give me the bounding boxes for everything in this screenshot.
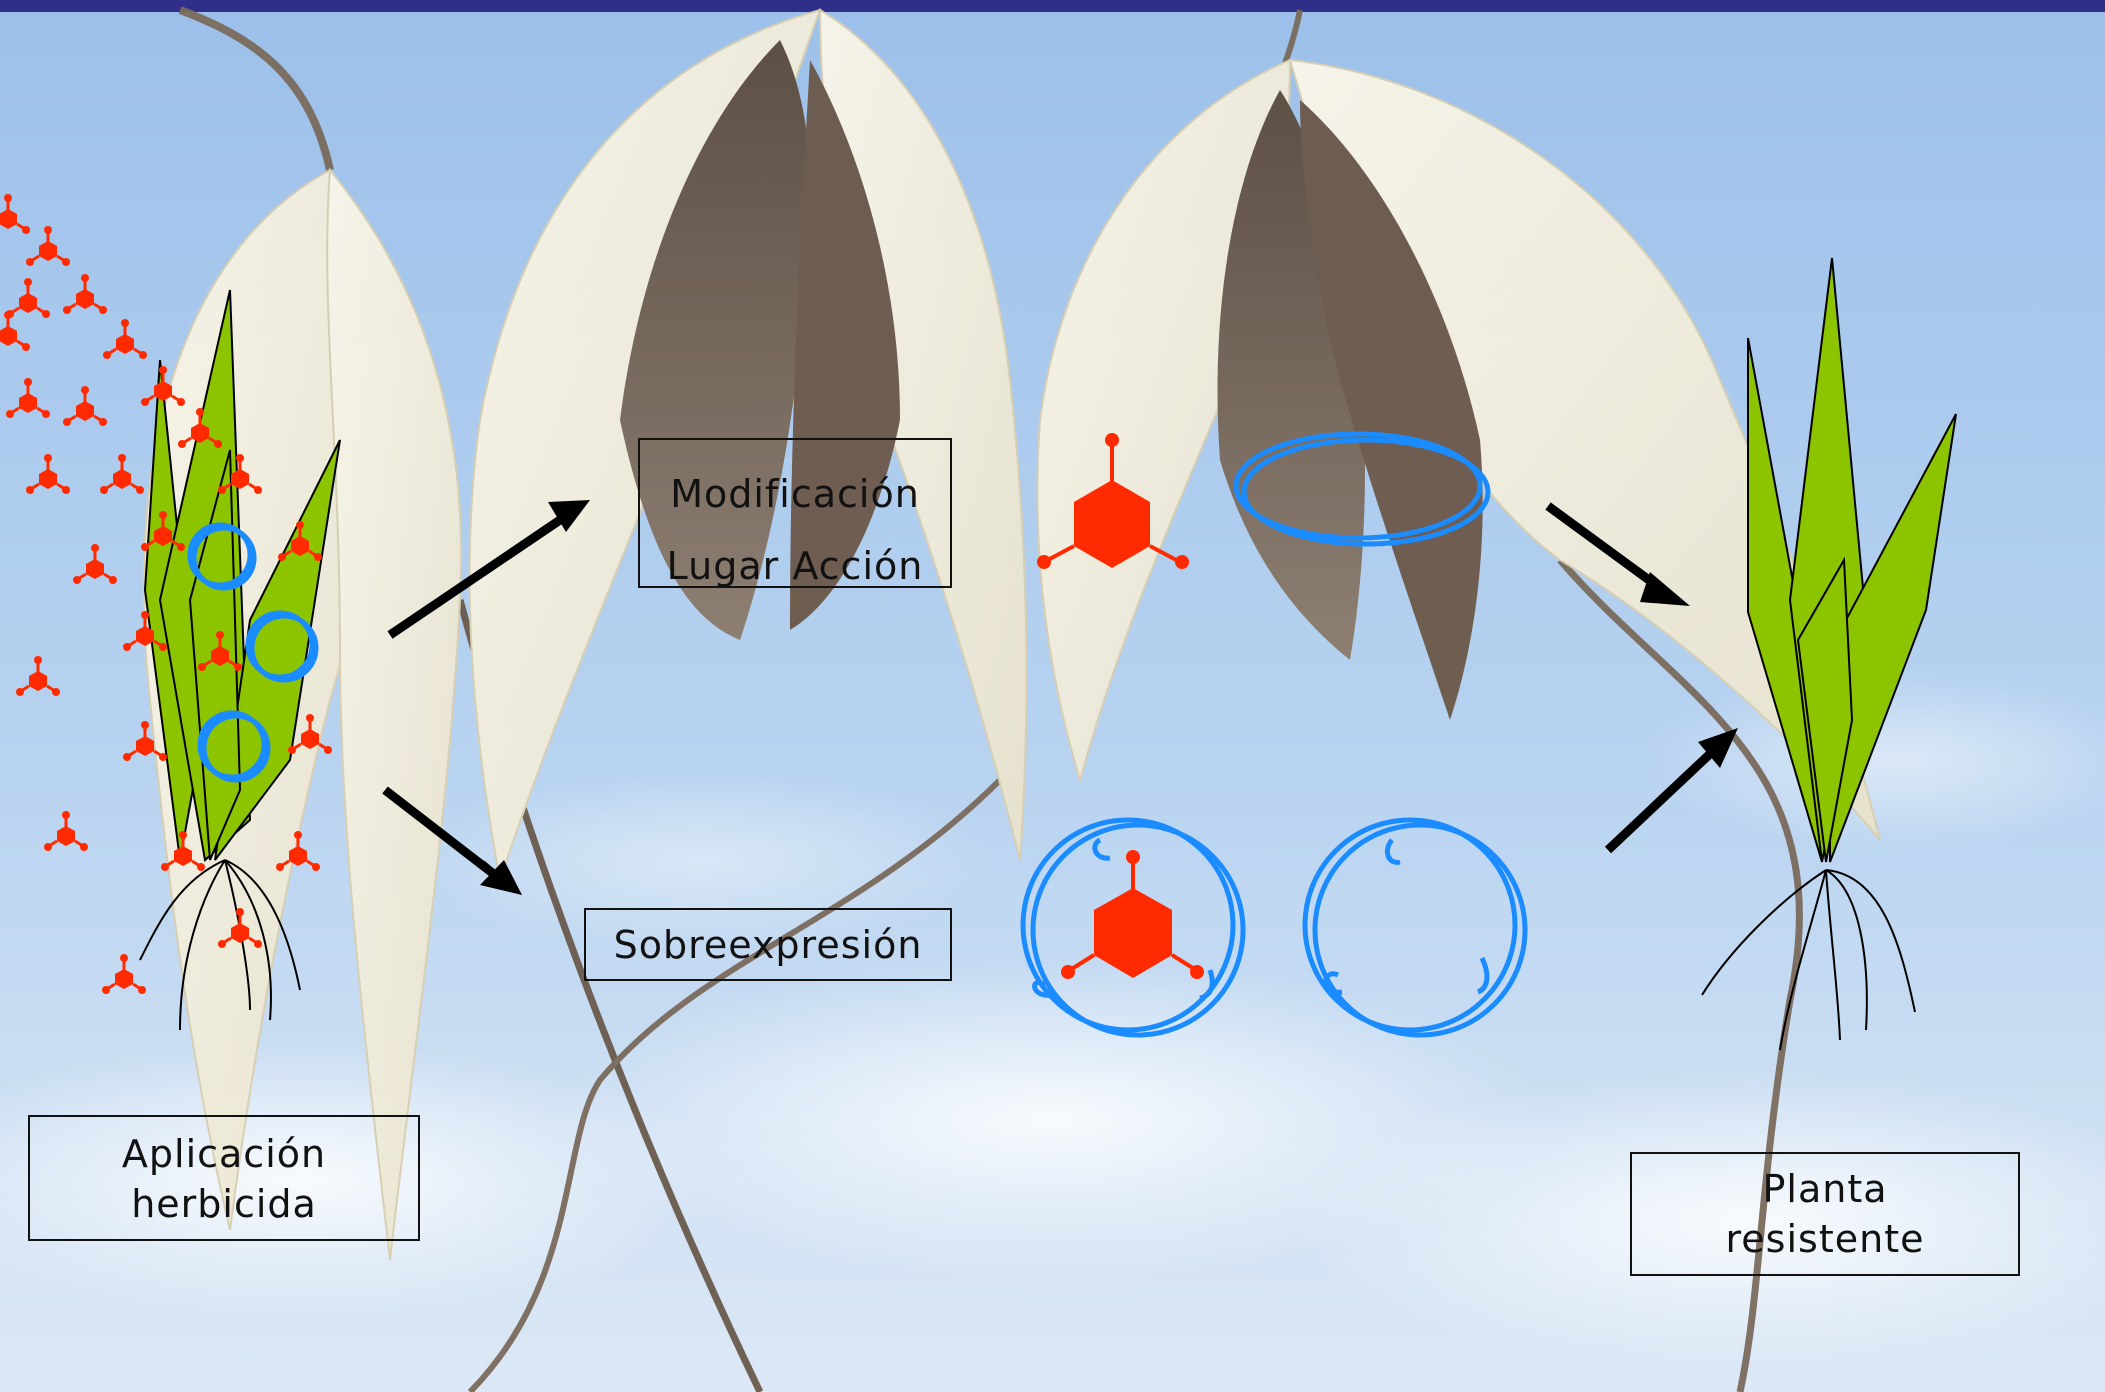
resistant-label-line1: Planta xyxy=(1632,1164,2018,1214)
modification-label-line1: Modificación xyxy=(640,458,950,530)
application-label-line1: Aplicación xyxy=(30,1129,418,1179)
overexpression-label-line1: Sobreexpresión xyxy=(586,920,950,970)
resistant-label-line2: resistente xyxy=(1632,1214,2018,1264)
modification-label-box: Modificación Lugar Acción xyxy=(638,438,952,588)
modification-label-line2: Lugar Acción xyxy=(640,530,950,602)
application-label-box: Aplicación herbicida xyxy=(28,1115,420,1241)
top-bar xyxy=(0,0,2105,12)
overexpression-label-box: Sobreexpresión xyxy=(584,908,952,981)
resistant-label-box: Planta resistente xyxy=(1630,1152,2020,1276)
application-label-line2: herbicida xyxy=(30,1179,418,1229)
